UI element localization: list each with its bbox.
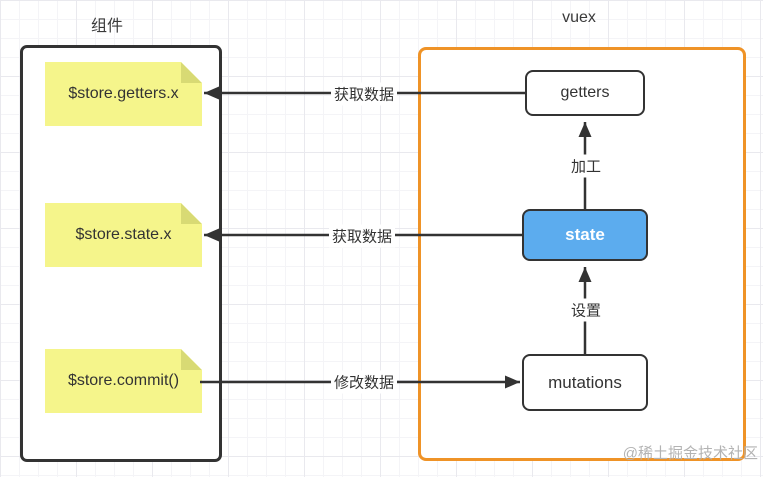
edge-label-set: 设置 — [567, 298, 605, 322]
note-store-getters: $store.getters.x — [45, 62, 202, 126]
vuex-group-title: vuex — [562, 9, 596, 26]
component-group-title: 组件 — [90, 18, 124, 35]
node-mutations-label: mutations — [548, 372, 622, 392]
note-store-commit-label: $store.commit() — [67, 372, 180, 389]
note-store-commit: $store.commit() — [45, 349, 202, 413]
edge-label-get-data-state: 获取数据 — [328, 224, 396, 248]
node-mutations: mutations — [522, 354, 648, 411]
node-state-label: state — [565, 225, 605, 244]
edge-label-process: 加工 — [567, 154, 605, 178]
node-state: state — [522, 209, 648, 261]
edge-label-get-data-getters: 获取数据 — [330, 82, 398, 106]
note-store-state: $store.state.x — [45, 203, 202, 267]
node-getters: getters — [525, 70, 645, 116]
note-store-state-label: $store.state.x — [75, 226, 172, 243]
node-getters-label: getters — [560, 84, 610, 101]
note-store-getters-label: $store.getters.x — [68, 85, 179, 102]
juejin-watermark: @稀土掘金技术社区 — [622, 445, 758, 462]
edge-label-modify-data: 修改数据 — [330, 370, 398, 394]
